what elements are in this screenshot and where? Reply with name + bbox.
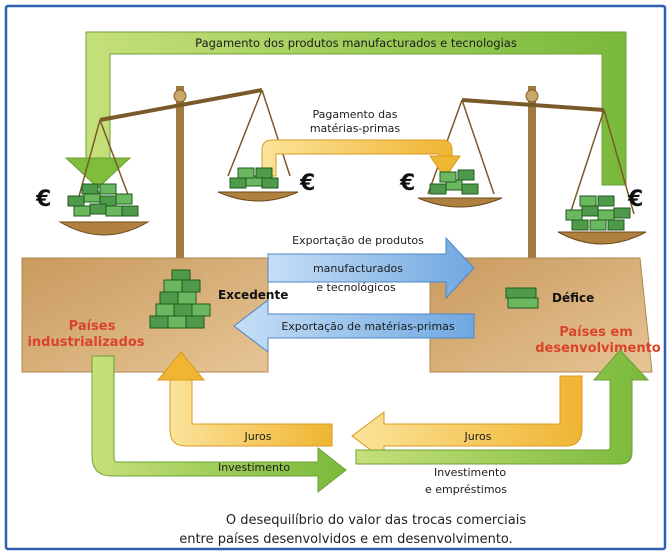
right-balance-scale [427, 86, 635, 296]
manufactured-export-arrow [267, 236, 475, 300]
top-payment-label: Pagamento dos produtos manufacturados e … [195, 36, 517, 50]
right-low-pan [417, 169, 503, 208]
top-payment-arrow [85, 31, 627, 186]
industrialized-label-2: industrializados [27, 335, 144, 350]
investment-label-right-1: Investimento [434, 466, 506, 479]
raw-payment-label-2: matérias-primas [310, 122, 401, 135]
industrialized-platform [21, 257, 269, 373]
right-high-pan [557, 195, 647, 245]
interest-label-left: Juros [244, 430, 272, 443]
industrialized-label-1: Países [69, 319, 116, 334]
euro-icon-center-right: € [399, 171, 415, 196]
left-balance-scale [77, 86, 291, 306]
raw-materials-export-label: Exportação de matérias-primas [281, 320, 455, 333]
top-payment-arrowhead [64, 157, 132, 189]
euro-icon-center-left: € [299, 171, 315, 196]
investment-label-left: Investimento [218, 461, 290, 474]
manufactured-export-label-1: Exportação de produtos [292, 234, 424, 247]
investment-arrow-right [355, 349, 650, 465]
euro-icon-left: € [35, 187, 51, 212]
manufactured-export-label-2: manufacturados [313, 262, 403, 275]
raw-materials-export-arrow [233, 298, 475, 354]
developing-label-2: desenvolvimento [535, 341, 661, 356]
left-low-pan [217, 167, 299, 202]
investment-label-right-2: e empréstimos [425, 483, 507, 496]
left-high-pan [58, 183, 150, 236]
interest-label-right: Juros [464, 430, 492, 443]
investment-arrow-left [91, 355, 347, 494]
interest-arrowhead-left [156, 351, 206, 381]
deficit-label: Défice [552, 291, 594, 305]
caption-line-2: entre países desenvolvidos e em desenvol… [179, 532, 513, 547]
interest-arrow-left [169, 375, 333, 447]
raw-payment-label-1: Pagamento das [312, 108, 397, 121]
euro-icon-right: € [627, 187, 643, 212]
interest-arrow-right [351, 375, 583, 461]
raw-materials-payment-arrowhead [429, 155, 461, 179]
deficit-money-stack [505, 287, 539, 309]
manufactured-export-label-3: e tecnológicos [316, 281, 396, 294]
surplus-money-stack [149, 269, 211, 329]
developing-label-1: Países em [559, 325, 633, 340]
surplus-label: Excedente [218, 288, 288, 302]
caption-line-1: O desequilíbrio do valor das trocas come… [226, 513, 526, 528]
